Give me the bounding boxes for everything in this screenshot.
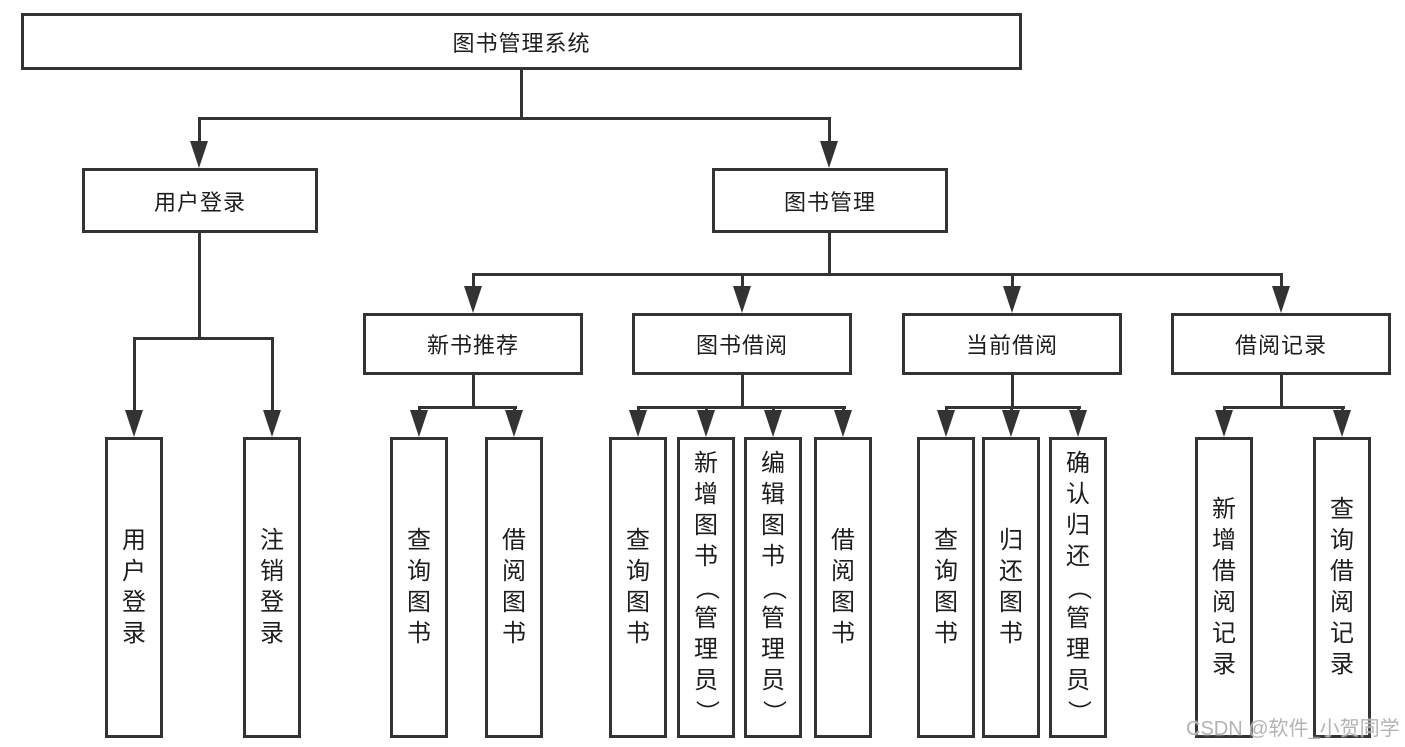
leaf-add-borrow-record: 新增借阅记录	[1195, 437, 1253, 738]
node-user-login-label: 用户登录	[153, 189, 246, 215]
node-root-label: 图书管理系统	[452, 30, 591, 56]
arrowhead-icon	[1333, 410, 1351, 437]
leaf-query-borrow-record-label: 查询借阅记录	[1330, 496, 1354, 678]
leaf-add-book-admin-label: 新增图书（管理员）	[693, 449, 720, 724]
connector-line	[418, 406, 517, 409]
leaf-logout-label: 注销登录	[260, 527, 284, 647]
connector-line	[705, 406, 708, 413]
arrowhead-icon	[505, 410, 523, 437]
node-new-book-recommend-label: 新书推荐	[426, 333, 519, 358]
connector-line	[828, 117, 831, 144]
connector-line	[1280, 273, 1283, 289]
node-book-management-label: 图书管理	[783, 189, 876, 215]
leaf-query-books-current: 查询图书	[917, 437, 975, 738]
arrowhead-icon	[1069, 410, 1087, 437]
connector-line	[198, 117, 201, 144]
connector-line	[945, 406, 1081, 409]
connector-line	[133, 337, 136, 413]
leaf-add-book-admin: 新增图书（管理员）	[677, 437, 735, 738]
connector-line	[1280, 374, 1283, 408]
connector-line	[1341, 406, 1344, 413]
leaf-borrow-books-2-label: 借阅图书	[831, 527, 855, 647]
connector-line	[842, 406, 845, 413]
connector-line	[472, 273, 1283, 276]
arrowhead-icon	[820, 141, 838, 168]
node-root: 图书管理系统	[21, 13, 1022, 70]
node-borrow-records: 借阅记录	[1171, 313, 1391, 375]
connector-line	[637, 406, 640, 413]
arrowhead-icon	[1272, 286, 1290, 313]
connector-line	[198, 232, 201, 340]
connector-line	[513, 406, 516, 413]
leaf-edit-book-admin: 编辑图书（管理员）	[744, 437, 802, 738]
arrowhead-icon	[733, 286, 751, 313]
arrowhead-icon	[1002, 410, 1020, 437]
leaf-borrow-books-2: 借阅图书	[814, 437, 872, 738]
leaf-query-borrow-record: 查询借阅记录	[1313, 437, 1371, 738]
connector-line	[520, 69, 523, 118]
arrowhead-icon	[764, 410, 782, 437]
leaf-add-borrow-record-label: 新增借阅记录	[1212, 496, 1236, 678]
connector-line	[1223, 406, 1226, 413]
leaf-logout: 注销登录	[243, 437, 301, 738]
leaf-query-books-borrow: 查询图书	[609, 437, 667, 738]
node-borrow-records-label: 借阅记录	[1234, 333, 1327, 358]
arrowhead-icon	[263, 410, 281, 437]
leaf-user-login: 用户登录	[105, 437, 163, 738]
connector-line	[1010, 406, 1013, 413]
connector-line	[945, 406, 948, 413]
connector-line	[1011, 273, 1014, 289]
arrowhead-icon	[125, 410, 143, 437]
connector-line	[1011, 374, 1014, 408]
arrowhead-icon	[834, 410, 852, 437]
leaf-edit-book-admin-label: 编辑图书（管理员）	[760, 449, 787, 724]
node-current-borrow: 当前借阅	[902, 313, 1122, 375]
leaf-borrow-books-recommend-label: 借阅图书	[502, 527, 526, 647]
node-current-borrow-label: 当前借阅	[965, 333, 1058, 358]
connector-line	[741, 374, 744, 408]
connector-line	[472, 374, 475, 408]
connector-line	[418, 406, 421, 413]
connector-line	[637, 406, 846, 409]
arrowhead-icon	[464, 286, 482, 313]
arrowhead-icon	[697, 410, 715, 437]
arrowhead-icon	[629, 410, 647, 437]
arrowhead-icon	[937, 410, 955, 437]
leaf-return-book-label: 归还图书	[999, 527, 1023, 647]
node-book-borrow: 图书借阅	[632, 313, 852, 375]
node-new-book-recommend: 新书推荐	[363, 313, 583, 375]
leaf-query-books-recommend: 查询图书	[390, 437, 448, 738]
connector-line	[828, 232, 831, 276]
node-user-login: 用户登录	[82, 168, 318, 233]
connector-line	[741, 273, 744, 289]
leaf-return-book: 归还图书	[982, 437, 1040, 738]
arrowhead-icon	[1215, 410, 1233, 437]
leaf-user-login-label: 用户登录	[122, 527, 146, 647]
arrowhead-icon	[1003, 286, 1021, 313]
leaf-query-books-borrow-label: 查询图书	[626, 527, 650, 647]
connector-line	[133, 337, 274, 340]
arrowhead-icon	[410, 410, 428, 437]
connector-line	[1077, 406, 1080, 413]
node-book-management: 图书管理	[712, 168, 948, 233]
arrowhead-icon	[190, 141, 208, 168]
leaf-borrow-books-recommend: 借阅图书	[485, 437, 543, 738]
connector-line	[271, 337, 274, 413]
leaf-confirm-return-admin: 确认归还（管理员）	[1049, 437, 1107, 738]
leaf-query-books-recommend-label: 查询图书	[407, 527, 431, 647]
connector-line	[1223, 406, 1345, 409]
connector-line	[772, 406, 775, 413]
leaf-query-books-current-label: 查询图书	[934, 527, 958, 647]
node-book-borrow-label: 图书借阅	[695, 333, 788, 358]
watermark: CSDN @软件_小贺同学	[1186, 718, 1400, 740]
leaf-confirm-return-admin-label: 确认归还（管理员）	[1065, 449, 1092, 724]
connector-line	[198, 117, 831, 120]
connector-line	[472, 273, 475, 289]
